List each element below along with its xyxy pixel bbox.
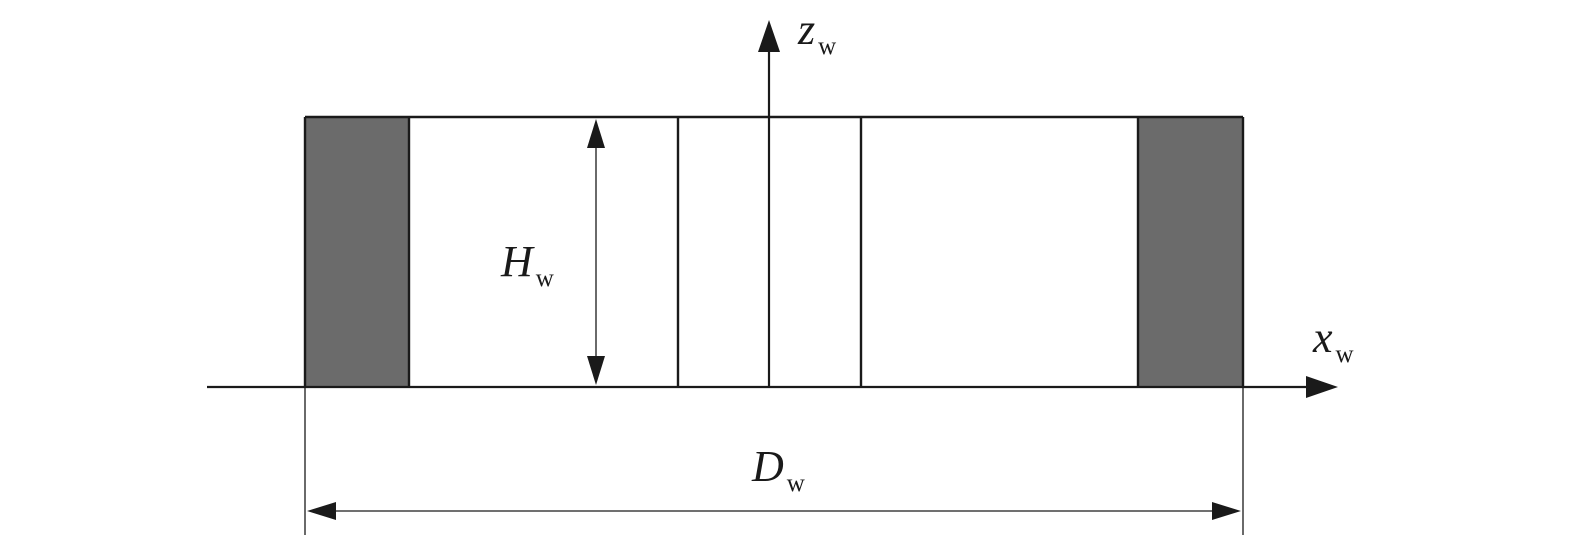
height-arrow-top-icon bbox=[587, 119, 605, 148]
diameter-arrow-right-icon bbox=[1212, 502, 1241, 520]
right-wall bbox=[1138, 117, 1243, 387]
diameter-label-sub: w bbox=[787, 470, 805, 497]
x-axis-label-main: x bbox=[1312, 313, 1333, 362]
z-axis-arrow-icon bbox=[758, 20, 780, 52]
height-label-main: H bbox=[500, 237, 535, 286]
diameter-label-main: D bbox=[751, 442, 784, 491]
left-wall bbox=[305, 117, 409, 387]
height-arrow-bottom-icon bbox=[587, 356, 605, 385]
interior-region bbox=[305, 117, 1243, 387]
z-axis-label-main: z bbox=[797, 5, 815, 54]
z-axis-label-sub: w bbox=[818, 33, 836, 60]
diameter-arrow-left-icon bbox=[307, 502, 336, 520]
x-axis-arrow-icon bbox=[1306, 376, 1338, 398]
height-label-sub: w bbox=[536, 265, 554, 292]
x-axis-label-sub: w bbox=[1336, 341, 1354, 368]
